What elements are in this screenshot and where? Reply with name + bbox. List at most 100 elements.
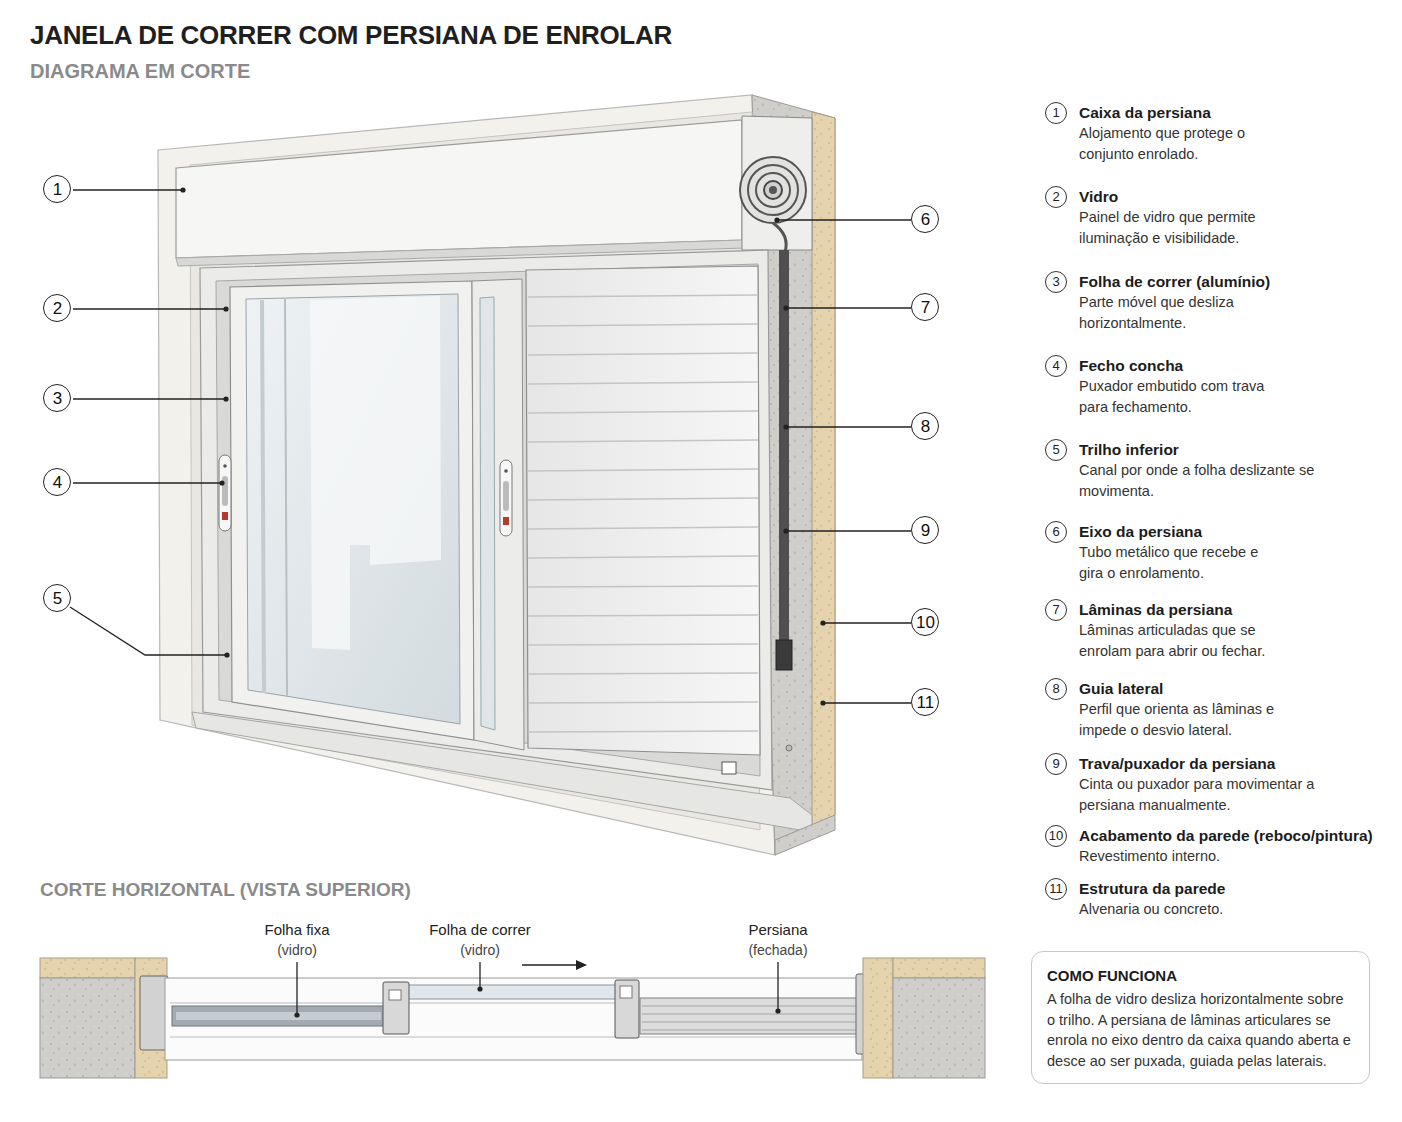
roller-box	[176, 120, 742, 258]
legend-description: Alojamento que protege o conjunto enrola…	[1079, 123, 1257, 165]
legend-entry: 7Lâminas da persianaLâminas articuladas …	[1045, 599, 1279, 662]
illustration-part	[528, 498, 758, 500]
illustration-part	[642, 1022, 856, 1023]
legend-entry: 8Guia lateralPerfil que orienta as lâmin…	[1045, 678, 1301, 741]
mullion	[472, 279, 524, 750]
legend-text: Folha de correr (alumínio)Parte móvel qu…	[1079, 271, 1270, 334]
illustration-part	[764, 181, 782, 199]
legend-number: 6	[1045, 521, 1067, 543]
callout-number: 10	[916, 614, 935, 631]
handle	[500, 460, 512, 536]
sliding-sash	[230, 281, 474, 740]
roll	[740, 157, 806, 223]
illustration-part	[285, 299, 287, 696]
part-label: Persiana	[746, 921, 809, 938]
legend-number: 10	[1045, 825, 1067, 847]
illustration-part	[504, 469, 508, 473]
callout-circle: 4	[43, 468, 71, 496]
callout-number: 3	[53, 390, 62, 407]
illustration-part	[223, 464, 227, 468]
legend-number: 3	[1045, 271, 1067, 293]
legend-description: Perfil que orienta as lâminas e impede o…	[1079, 699, 1301, 741]
legend-title: Acabamento da parede (reboco/pintura)	[1079, 825, 1379, 846]
illustration-part	[642, 1014, 856, 1015]
illustration-part	[73, 398, 225, 399]
illustration-part	[389, 990, 401, 1000]
legend-number: 7	[1045, 599, 1067, 621]
illustration-part	[642, 1006, 856, 1007]
illustration-part	[480, 297, 495, 730]
illustration-part	[219, 480, 224, 485]
illustration-part	[528, 731, 758, 732]
subtitle: DIAGRAMA EM CORTE	[30, 60, 250, 83]
legend-text: Guia lateralPerfil que orienta as lâmina…	[1079, 678, 1301, 741]
legend-entry: 9Trava/puxador da persianaCinta ou puxad…	[1045, 753, 1335, 816]
legend-title: Guia lateral	[1079, 678, 1301, 699]
illustration-part	[777, 962, 778, 1010]
part-label: Folha fixa	[262, 921, 331, 938]
legend-entry: 4Fecho conchaPuxador embutido com trava …	[1045, 355, 1291, 418]
illustration-part	[296, 962, 297, 1014]
glass-pane	[246, 294, 460, 724]
illustration-part	[775, 1008, 780, 1013]
shutter-slats	[528, 295, 758, 732]
callout-number: 2	[53, 300, 62, 317]
illustration-part	[824, 622, 911, 623]
callout-number: 5	[53, 590, 62, 607]
legend-title: Estrutura da parede	[1079, 878, 1379, 899]
info-body: A folha de vidro desliza horizontalmente…	[1047, 989, 1355, 1071]
illustration-part	[528, 382, 758, 384]
guide-rail	[779, 250, 789, 670]
part-note: (vidro)	[458, 942, 502, 958]
illustration-part	[477, 986, 482, 991]
callout-circle: 2	[43, 294, 71, 322]
callout-number: 6	[921, 211, 930, 228]
illustration-part	[788, 426, 911, 427]
legend-text: Trilho inferiorCanal por onde a folha de…	[1079, 439, 1322, 502]
legend-title: Trilho inferior	[1079, 439, 1322, 460]
leader-dots	[180, 187, 825, 705]
illustration-part	[528, 586, 758, 587]
illustration-part	[297, 962, 778, 1014]
legend-entry: 5 Trilho inferiorCanal por onde a folha d…	[1045, 439, 1322, 502]
callout-circle: 6	[911, 205, 939, 233]
info-box: COMO FUNCIONA A folha de vidro desliza ho…	[1031, 951, 1370, 1084]
legend-number: 5	[1045, 439, 1067, 461]
legend-text: Eixo da persianaTubo metálico que recebe…	[1079, 521, 1267, 584]
shutter-puller	[776, 640, 792, 670]
illustration-part	[70, 607, 226, 655]
illustration-part	[528, 440, 758, 442]
info-heading: COMO FUNCIONA	[1047, 966, 1355, 986]
illustration-part	[642, 1030, 856, 1031]
illustration-part	[783, 424, 788, 429]
roller-shutter	[526, 266, 760, 755]
legend-text: Estrutura da paredeAlvenaria ou concreto…	[1079, 878, 1379, 920]
illustration-part	[615, 980, 639, 1038]
illustration-part	[528, 527, 758, 529]
legend-description: Alvenaria ou concreto.	[1079, 899, 1379, 920]
legend-title: Folha de correr (alumínio)	[1079, 271, 1270, 292]
wall-face	[158, 95, 775, 855]
illustration-part	[528, 295, 758, 297]
legend-title: Lâminas da persiana	[1079, 599, 1279, 620]
legend-text: Acabamento da parede (reboco/pintura)Rev…	[1079, 825, 1379, 867]
illustration-part	[756, 173, 790, 207]
illustration-part	[528, 644, 758, 645]
legend-text: Caixa da persianaAlojamento que protege …	[1079, 102, 1257, 165]
callout-circle: 1	[43, 175, 71, 203]
illustration-part	[893, 978, 985, 1078]
legend-text: VidroPainel de vidro que permite ilumina…	[1079, 186, 1277, 249]
illustration-part	[774, 217, 779, 222]
illustration-part	[522, 964, 578, 965]
legend-title: Fecho concha	[1079, 355, 1291, 376]
handle	[219, 455, 231, 531]
legend-number: 11	[1045, 878, 1067, 900]
illustration-part	[73, 482, 220, 483]
legend-entry: 6 Eixo da persianaTubo metálico que receb…	[1045, 521, 1267, 584]
legend-title: Caixa da persiana	[1079, 102, 1257, 123]
illustration-part	[783, 305, 788, 310]
illustration-part	[528, 615, 758, 616]
legend-number: 2	[1045, 186, 1067, 208]
illustration-part	[73, 308, 225, 309]
illustration-part	[222, 476, 228, 506]
